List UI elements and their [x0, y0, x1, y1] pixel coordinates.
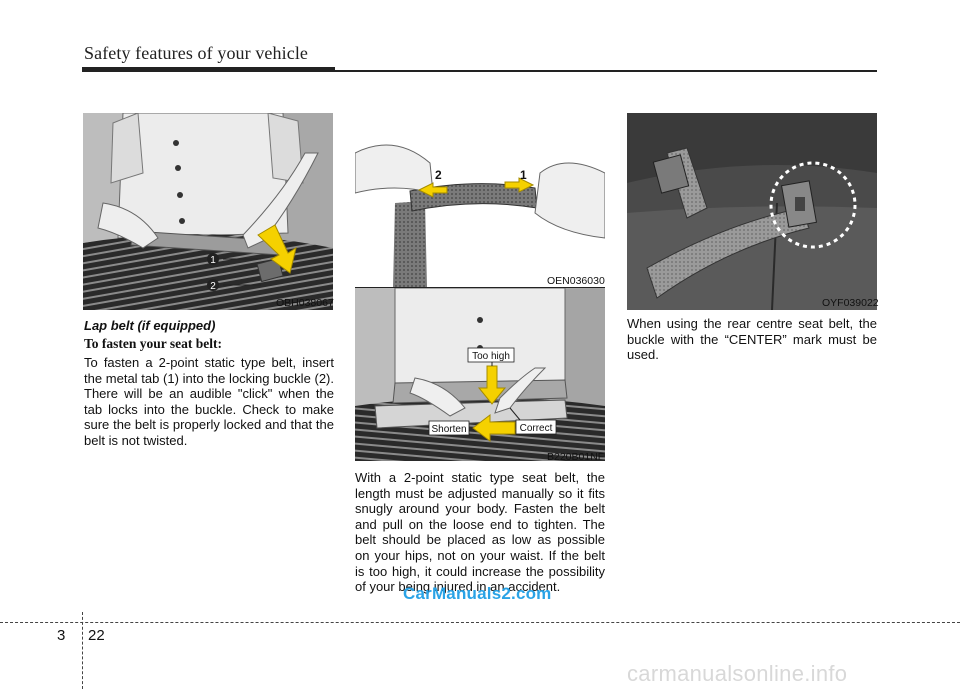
- fasten-belt-heading: To fasten your seat belt:: [84, 336, 222, 351]
- adjust-belt-paragraph: With a 2-point static type seat belt, th…: [355, 470, 605, 595]
- watermark-carmanuals[interactable]: CarManuals2.com: [403, 584, 552, 603]
- callout-2b: 2: [435, 168, 442, 182]
- rear-centre-paragraph: When using the rear centre seat belt, th…: [627, 316, 877, 363]
- watermark-online[interactable]: carmanualsonline.info: [627, 661, 848, 686]
- figure-code-3: B220B01NF: [547, 451, 605, 463]
- figure-code-1: OBH038067: [276, 297, 334, 309]
- lap-belt-paragraph: To fasten a 2-point static type belt, in…: [84, 355, 334, 448]
- figure-code-4: OYF039022: [822, 297, 879, 309]
- footer-vertical-rule: [82, 612, 83, 689]
- footer-rule: [0, 622, 960, 623]
- figure-lap-belt-fastening: 1 2: [83, 113, 333, 310]
- callout-2: 2: [210, 281, 216, 292]
- figure-rear-centre-belt: [627, 113, 877, 310]
- label-too-high: Too high: [472, 351, 510, 362]
- label-shorten: Shorten: [431, 424, 466, 435]
- callout-1: 1: [210, 255, 216, 266]
- header-rule-thin: [335, 70, 877, 72]
- figure-belt-tab-adjustment: 2 1: [355, 113, 605, 287]
- figure-belt-position: Too high Shorten Correct: [355, 288, 605, 461]
- header-rule-thick: [82, 67, 335, 72]
- figure-code-2: OEN036030: [547, 275, 605, 287]
- lap-belt-subheading: Lap belt (if equipped): [84, 318, 216, 333]
- callout-1b: 1: [520, 168, 527, 182]
- page-header-title: Safety features of your vehicle: [84, 43, 309, 63]
- section-number: 3: [57, 627, 66, 644]
- label-correct: Correct: [520, 423, 553, 434]
- page-number: 22: [88, 627, 105, 644]
